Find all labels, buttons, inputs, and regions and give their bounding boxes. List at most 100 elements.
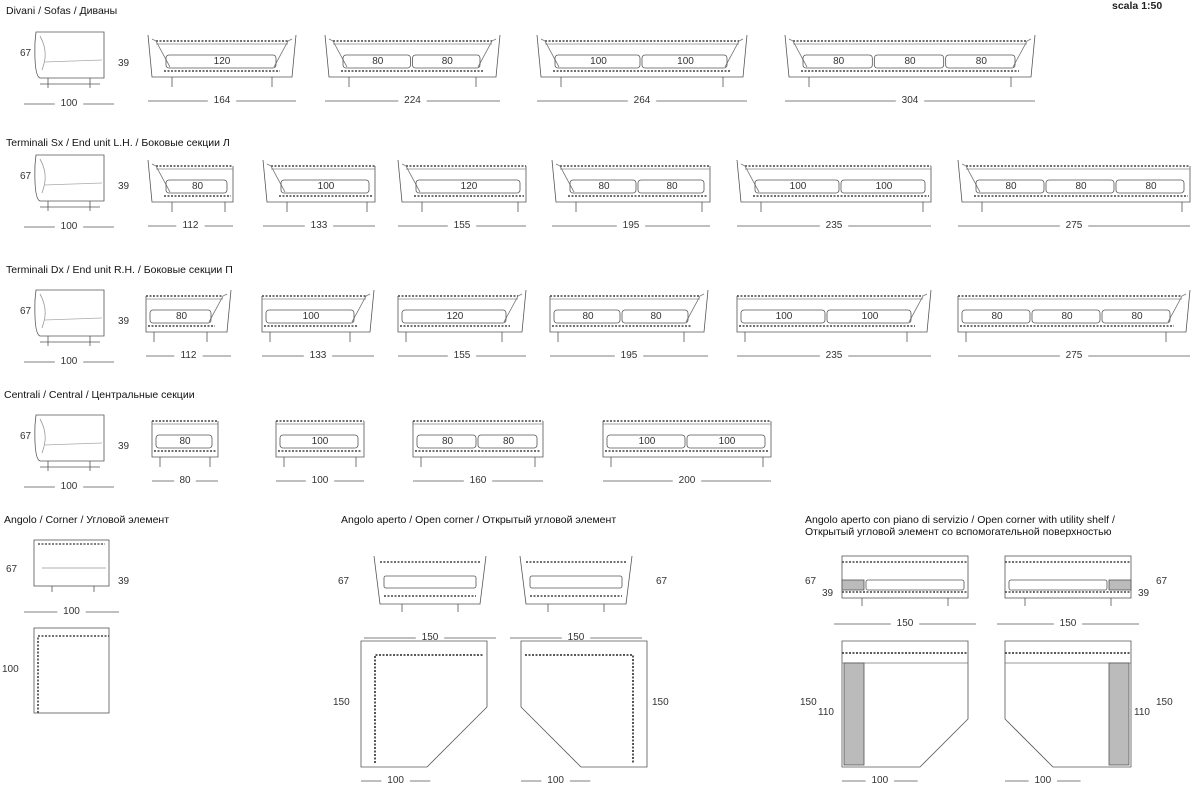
side-profile-seat <box>43 442 103 446</box>
sofas-unit-1-outline <box>324 34 501 78</box>
corner-plan-stitch <box>37 635 109 713</box>
end_rh-unit-3-cushion-label-0: 80 <box>582 311 594 322</box>
shelf-left-seat: 39 <box>822 588 834 599</box>
corner-plan <box>33 627 110 714</box>
sofas-unit-1-cushion-label-1: 80 <box>441 56 453 67</box>
open-corner-left-elev-cushion <box>383 575 477 589</box>
depth-dim-label: 100 <box>60 481 78 492</box>
sofas-unit-1-cushion <box>412 54 481 69</box>
end_rh-unit-3-cushion <box>553 309 621 324</box>
sofas-unit-2-outline <box>536 34 748 78</box>
end_rh-width-dim-0-label: 112 <box>180 350 197 361</box>
central-unit-3-cushion <box>686 434 766 449</box>
section-title-sofas: Divani / Sofas / Диваны <box>6 5 118 17</box>
end_lh-unit-5-arm-left <box>961 163 981 193</box>
end_rh-width-dim-4-label: 235 <box>825 350 843 361</box>
central-unit-1-outline <box>275 421 365 458</box>
central-unit-1-cushion-label-0: 100 <box>311 436 329 447</box>
end_rh-unit-3-outline <box>549 289 709 333</box>
open-corner-left-elev-width-dim-label: 150 <box>421 632 439 643</box>
depth-dim-label: 100 <box>60 98 78 109</box>
central-unit-0-outline <box>151 421 219 458</box>
height-dim-label: 67 <box>20 171 32 182</box>
end_lh-unit-0-outline <box>147 159 234 203</box>
central-width-dim-3-label: 200 <box>678 475 696 486</box>
end_lh-unit-3-arm-left <box>555 163 575 193</box>
end_lh-unit-5-cushion <box>1045 179 1115 194</box>
end_lh-unit-4-cushion <box>754 179 840 194</box>
end_rh-unit-1-arm-right <box>351 293 371 323</box>
sofas-unit-2-cushion-label-1: 100 <box>677 56 694 67</box>
shelf-right-plan-bottom-dim-label: 100 <box>1034 775 1052 786</box>
shelf-right-plan-shelf <box>1108 662 1130 766</box>
end_rh-unit-3-cushion <box>621 309 689 324</box>
sofas-width-dim-1-label: 224 <box>404 95 421 106</box>
end_lh-unit-5-cushion <box>975 179 1045 194</box>
end_rh-unit-2-cushion-label-0: 120 <box>446 311 464 322</box>
central-unit-2-outline <box>412 421 544 458</box>
end_lh-unit-1-cushion-label-0: 100 <box>317 181 335 192</box>
end_rh-unit-5-outline <box>957 289 1191 333</box>
shelf-left-elev-cushion <box>865 579 965 591</box>
central-unit-2-cushion-label-0: 80 <box>441 436 454 447</box>
shelf-right-plan-label: 150 <box>1156 697 1173 708</box>
end_lh-unit-4-cushion-label-0: 100 <box>789 181 807 192</box>
side-profile-back <box>39 418 46 454</box>
sofas-unit-3-cushion <box>802 54 873 69</box>
open-corner-left-plan-bottom-dim-label: 100 <box>387 775 404 786</box>
open-corner-right-plan-outline <box>520 640 648 768</box>
end_rh-unit-3-cushion-label-1: 80 <box>650 311 662 322</box>
seat-dim-label: 39 <box>118 316 130 327</box>
end_lh-unit-4-arm-left <box>740 163 760 193</box>
sofas-unit-2-cushion <box>554 54 641 69</box>
end_rh-width-dim-2-label: 155 <box>453 350 471 361</box>
end_rh-unit-5-cushion <box>1101 309 1171 324</box>
end_rh-width-dim-5-label: 275 <box>1065 350 1083 361</box>
sofas-width-dim-2-label: 264 <box>633 95 651 106</box>
seat-dim-label: 39 <box>118 441 130 452</box>
height-dim-label: 67 <box>20 48 32 59</box>
end_lh-unit-3-cushion-label-0: 80 <box>598 181 610 192</box>
end_rh-unit-2-arm-right <box>503 293 523 323</box>
sofas-width-dim-3-label: 304 <box>901 95 919 106</box>
central-unit-2-cushion <box>416 434 477 449</box>
sofas-unit-3-cushion-label-1: 80 <box>904 56 916 67</box>
end_lh-unit-2-cushion <box>415 179 521 194</box>
end_rh-unit-2-cushion <box>401 309 507 324</box>
sofas-unit-1-arm-right <box>477 38 497 68</box>
open-corner-right-plan-label: 150 <box>652 697 669 708</box>
end_lh-unit-5-cushion-label-2: 80 <box>1145 181 1157 192</box>
open-corner-right-elev-outline <box>519 555 633 605</box>
end_rh-unit-2-outline <box>397 289 527 333</box>
shelf-right-elev-cushion <box>1008 579 1108 591</box>
end_rh-unit-4-cushion <box>740 309 826 324</box>
central-unit-2-cushion <box>477 434 538 449</box>
end_lh-unit-3-cushion <box>637 179 705 194</box>
shelf-right-seat: 39 <box>1138 588 1150 599</box>
sofas-unit-3-cushion-label-2: 80 <box>975 56 987 67</box>
end_rh-unit-4-outline <box>736 289 932 333</box>
shelf-right-elev-shelf <box>1108 579 1132 591</box>
end_lh-width-dim-2-label: 155 <box>453 220 471 231</box>
end_lh-unit-2-cushion-label-0: 120 <box>460 181 478 192</box>
shelf-left-inner-label: 110 <box>818 707 834 718</box>
depth-dim-label: 100 <box>60 221 78 232</box>
scale-label: scala 1:50 <box>1112 0 1163 12</box>
side-profile-seat <box>43 59 103 63</box>
side-profile-back <box>39 35 46 71</box>
open-corner-left-height: 67 <box>338 576 350 587</box>
central-unit-0-cushion-label-0: 80 <box>179 436 191 447</box>
sofas-width-dim-0-label: 164 <box>213 95 231 106</box>
central-width-dim-1-label: 100 <box>311 475 329 486</box>
central-unit-0-cushion <box>155 434 213 449</box>
open-corner-left-plan-label: 150 <box>333 697 350 708</box>
sofas-unit-3-cushion-label-0: 80 <box>833 56 845 67</box>
shelf-right-elev-outline <box>1004 555 1132 599</box>
central-unit-3-outline <box>602 421 772 458</box>
height-dim-label: 67 <box>20 431 32 442</box>
end_lh-unit-4-cushion-label-1: 100 <box>875 181 893 192</box>
sofas-unit-1-cushion <box>342 54 411 69</box>
side-profile-seat <box>43 182 103 186</box>
open-corner-right-plan-stitch <box>525 654 634 763</box>
section-title-end-lh: Terminali Sx / End unit L.H. / Боковые с… <box>6 137 230 149</box>
